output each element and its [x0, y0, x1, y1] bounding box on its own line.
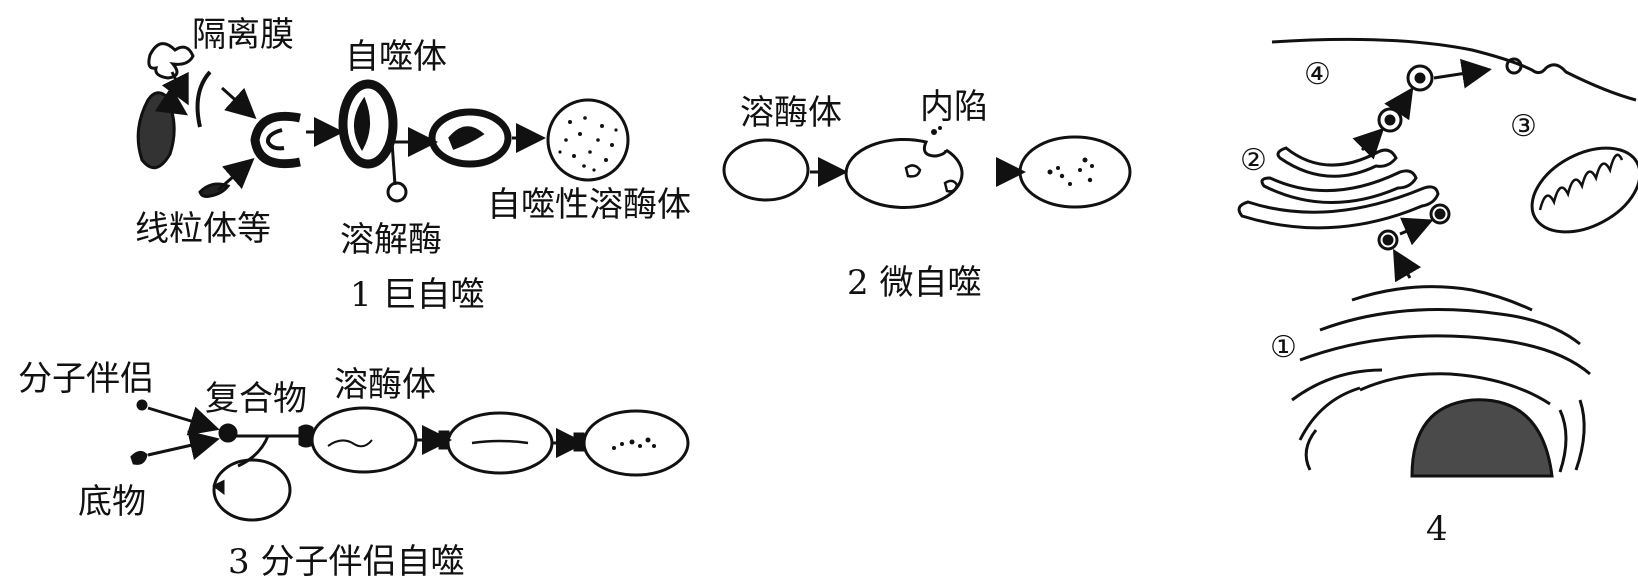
golgi-cisterna-2	[1260, 169, 1418, 204]
arrow-organelle	[161, 71, 189, 106]
small-organelle-shape	[147, 42, 195, 80]
molecular-chaperone-label: 分子伴侣	[18, 359, 154, 399]
fusing-autolysosome	[428, 108, 512, 168]
chaperone-autophagy-caption: 3 分子伴侣自噬	[228, 542, 465, 582]
cell-diagram-caption: 4	[1426, 509, 1448, 549]
autolysosome-label: 自噬性溶酶体	[487, 185, 691, 225]
complex-label: 复合物	[205, 379, 307, 419]
chaperone-dot	[136, 399, 148, 411]
substrate-shape	[130, 450, 148, 465]
lysosome-oval	[722, 138, 810, 202]
golgi-cisterna-1	[1276, 146, 1398, 178]
lysosome-2	[446, 411, 554, 475]
isolation-membrane-label: 隔离膜	[192, 15, 294, 55]
receptor-3	[573, 432, 585, 452]
plasma-membrane	[1271, 37, 1637, 102]
cma-lysosome-label: 溶酶体	[334, 365, 436, 405]
autophagosome-label: 自噬体	[345, 37, 447, 77]
chaperone-autophagy-diagram	[130, 399, 690, 522]
microautophagy-diagram	[722, 126, 1132, 209]
mitochondrion-blob	[136, 91, 176, 170]
lytic-enzyme-stalk	[390, 141, 397, 186]
autolysosome-circle	[546, 98, 630, 182]
speckles	[558, 116, 618, 172]
arrow-membrane	[220, 86, 257, 120]
arrow-mito	[154, 86, 188, 116]
macroautophagy-caption: 1 巨自噬	[350, 275, 485, 315]
mitochondrion	[1530, 146, 1638, 234]
complex-dot	[218, 423, 238, 443]
receptor-1	[298, 424, 314, 448]
er-vesicle-a	[1377, 229, 1399, 251]
label-3: ③	[1510, 109, 1537, 144]
er-vesicle-b	[1429, 203, 1451, 225]
cell-secretion-diagram	[1237, 37, 1638, 478]
macroautophagy-diagram	[136, 42, 630, 203]
er-fold-8	[1558, 409, 1568, 473]
er-fold-3	[1299, 334, 1591, 376]
er-fold-4	[1291, 368, 1383, 402]
lysosome-label: 溶酶体	[740, 93, 842, 133]
isolation-membrane-arc	[195, 70, 212, 128]
vesicle-a	[1406, 64, 1434, 92]
exocytosis-vesicle	[1505, 57, 1523, 75]
mitochondrion-cristae	[1538, 153, 1624, 211]
microautophagy-caption: 2 微自噬	[847, 263, 982, 303]
golgi-cisterna-3	[1237, 185, 1440, 230]
nucleus	[1410, 398, 1554, 478]
er-fold-2	[1319, 308, 1581, 346]
complex-branch	[237, 435, 270, 468]
mitochondria-etc-label: 线粒体等	[135, 209, 271, 249]
lysosome-3	[582, 409, 690, 477]
er-fold-7	[1574, 399, 1586, 471]
lysosome-1	[310, 406, 418, 474]
lytic-enzyme-label: 溶解酶	[340, 220, 442, 260]
er-fold-5	[1359, 372, 1551, 406]
invaginating-lysosome	[844, 138, 964, 209]
arrow-substrate	[147, 430, 220, 460]
autophagosome-oval	[338, 79, 398, 169]
label-4: ④	[1304, 57, 1331, 92]
arrow-blob	[217, 158, 255, 192]
label-1: ①	[1270, 330, 1297, 365]
digesting-lysosome	[1018, 135, 1132, 209]
invagination-label: 内陷	[920, 87, 988, 127]
label-2: ②	[1240, 143, 1267, 178]
forming-autophagosome	[250, 111, 301, 169]
arrow-chaperone	[147, 406, 220, 436]
er-fold-9	[1304, 429, 1318, 471]
substrate-label: 底物	[78, 482, 146, 522]
lytic-enzyme-vesicle	[386, 181, 408, 203]
er-fold-1	[1351, 285, 1533, 312]
loading-lysosome	[212, 458, 292, 522]
er-fold-6	[1298, 386, 1361, 441]
